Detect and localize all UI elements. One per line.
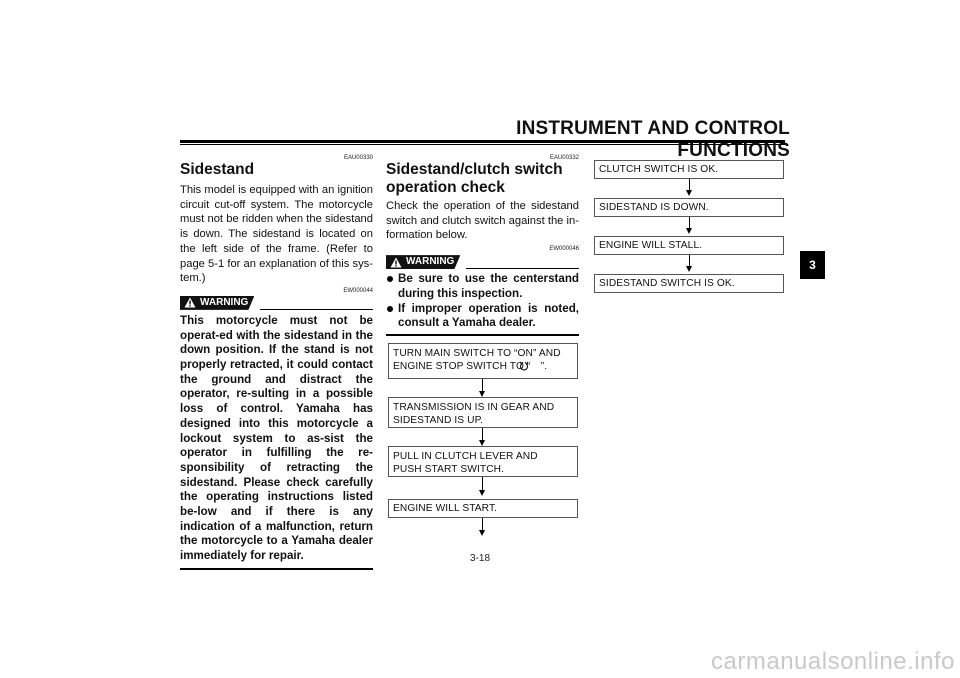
flow-connector — [482, 518, 483, 532]
flow-connector — [482, 379, 483, 393]
warning-bullet-text: If improper operation is noted, consult … — [398, 301, 579, 330]
switch-check-section: EAU00332 Sidestand/clutch switch operati… — [386, 155, 579, 336]
header-rule — [180, 140, 785, 143]
watermark: carmanualsonline.info — [711, 648, 955, 675]
flow-arrow-head-icon — [479, 530, 485, 536]
flow-arrow-head-icon — [686, 228, 692, 234]
flow-arrow-head-icon — [686, 266, 692, 272]
flow-step-line: PUSH START SWITCH. — [393, 464, 505, 475]
flow-step-line-with-icon: ENGINE STOP SWITCH TO “ ”. — [393, 360, 573, 373]
flow-step-line: CLUTCH SWITCH IS OK. — [599, 164, 719, 175]
page-number: 3-18 — [469, 553, 490, 564]
warning-bullet: If improper operation is noted, consult … — [386, 302, 579, 331]
warning-code: EW000044 — [343, 287, 373, 294]
sidestand-section: EAU00330 Sidestand This model is equippe… — [180, 155, 373, 570]
flow-step-box: PULL IN CLUTCH LEVER AND PUSH START SWIT… — [388, 446, 578, 477]
section-code: EAU00332 — [549, 155, 579, 161]
flow-step-box: CLUTCH SWITCH IS OK. — [594, 160, 784, 179]
flow-connector — [689, 179, 690, 192]
flow-arrow-head-icon — [479, 440, 485, 446]
section-heading-line1: Sidestand/clutch switch — [386, 161, 563, 178]
chapter-tab: 3 — [800, 251, 825, 279]
flow-step-box: TRANSMISSION IS IN GEAR AND SIDESTAND IS… — [388, 397, 578, 428]
flow-step-line: TURN MAIN SWITCH TO “ON” AND — [393, 348, 561, 359]
bullet-dot-icon — [387, 305, 393, 312]
flow-connector — [689, 217, 690, 230]
flow-arrow-head-icon — [479, 490, 485, 496]
flow-step-line: PULL IN CLUTCH LEVER AND — [393, 451, 538, 462]
section-body: This model is equipped with an ignition … — [180, 184, 373, 285]
flow-step-line: ENGINE WILL STALL. — [599, 240, 703, 251]
warning-label: WARNING — [406, 256, 455, 268]
warning-label: WARNING — [200, 296, 249, 308]
section-heading-line2: operation check — [386, 179, 505, 196]
warning-header: WARNING — [386, 255, 579, 270]
warning-header: WARNING — [180, 295, 373, 310]
bullet-dot-icon — [387, 276, 393, 283]
flow-step-box: SIDESTAND IS DOWN. — [594, 198, 784, 217]
flow-step-line: SIDESTAND IS UP. — [393, 415, 484, 426]
warning-triangle-icon — [184, 297, 196, 308]
flow-arrow-head-icon — [686, 190, 692, 196]
flow-step-box: SIDESTAND SWITCH IS OK. — [594, 274, 784, 293]
warning-rule — [466, 268, 579, 270]
flow-arrow-head-icon — [479, 391, 485, 397]
flow-connector — [482, 477, 483, 492]
warning-rule — [260, 308, 373, 310]
warning-end-rule — [180, 567, 373, 570]
flow-step-box: TURN MAIN SWITCH TO “ON” AND ENGINE STOP… — [388, 343, 578, 379]
warning-bullet: Be sure to use the centerstand during th… — [386, 272, 579, 301]
section-body: Check the operation of the sidestand swi… — [386, 200, 579, 242]
warning-end-rule — [386, 333, 579, 336]
warning-triangle-icon — [390, 257, 402, 268]
flow-step-line: SIDESTAND SWITCH IS OK. — [599, 278, 735, 289]
flow-step-box: ENGINE WILL START. — [388, 499, 578, 518]
flow-step-line: ENGINE STOP SWITCH TO “ ”. — [393, 361, 548, 372]
section-code: EAU00330 — [343, 155, 373, 161]
warning-bullets: Be sure to use the centerstand during th… — [386, 272, 579, 331]
warning-badge: WARNING — [386, 255, 461, 270]
header-rule-thin — [180, 144, 785, 145]
engine-run-icon — [519, 361, 529, 371]
flow-connector — [482, 428, 483, 442]
flow-step-line: ENGINE WILL START. — [393, 503, 498, 514]
warning-badge: WARNING — [180, 295, 255, 310]
flow-step-line: SIDESTAND IS DOWN. — [599, 202, 709, 213]
page-header-title: INSTRUMENT AND CONTROL FUNCTIONS — [516, 118, 790, 161]
section-heading: Sidestand — [180, 161, 255, 178]
flow-step-line: TRANSMISSION IS IN GEAR AND — [393, 402, 555, 413]
flow-step-box: ENGINE WILL STALL. — [594, 236, 784, 255]
warning-code: EW000046 — [549, 246, 579, 253]
flow-connector — [689, 255, 690, 268]
warning-text: This motorcycle must not be operat-ed wi… — [180, 313, 373, 563]
warning-bullet-text: Be sure to use the centerstand during th… — [398, 272, 579, 300]
chapter-tab-label: 3 — [809, 258, 816, 272]
